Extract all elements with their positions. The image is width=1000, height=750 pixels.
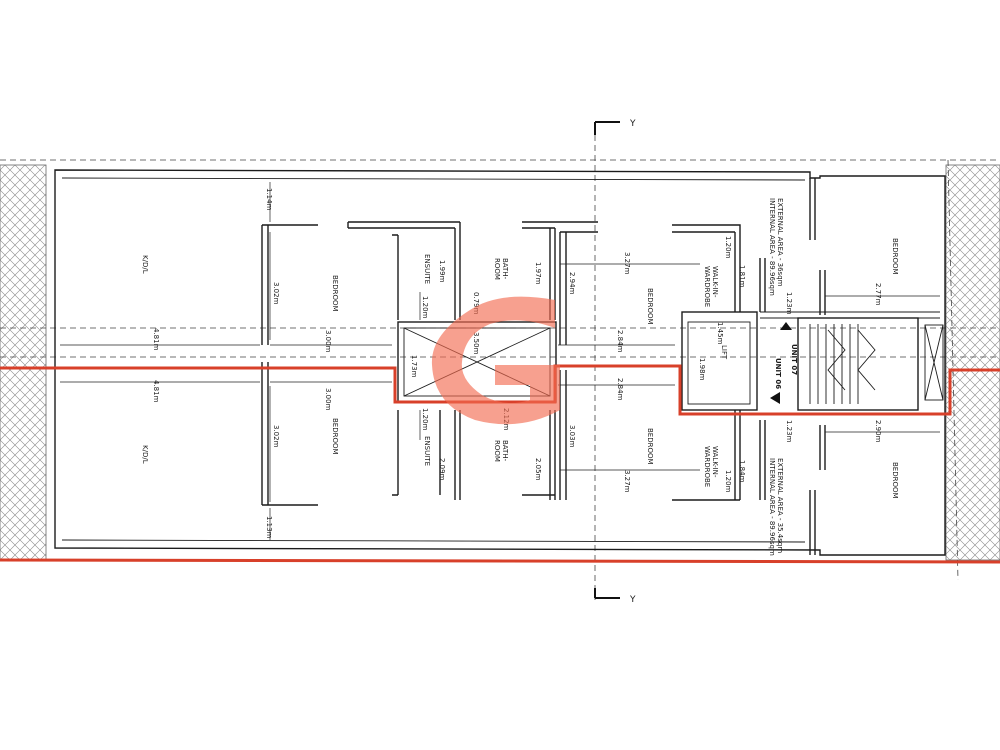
- section-marker-bottom-label: Y: [629, 595, 636, 605]
- dim-120a: 1.20m: [421, 296, 429, 319]
- room-walkin-top: WALK-IN-WARDROBE: [703, 266, 719, 307]
- unit-06-arrow-icon: [770, 392, 780, 404]
- dim-303: 3.03m: [568, 425, 576, 448]
- dim-120b: 1.20m: [724, 236, 732, 259]
- room-bedroom-4: BEDROOM: [646, 428, 654, 465]
- section-marker-top: Y: [594, 119, 636, 135]
- dim-184: 1.84m: [738, 460, 746, 483]
- room-ensuite-bottom: ENSUITE: [423, 436, 431, 466]
- dim-300b: 3.00m: [324, 388, 332, 411]
- party-wall-left: [0, 164, 47, 561]
- room-lift: LIFT: [720, 345, 728, 360]
- dim-327a: 3.27m: [623, 252, 631, 275]
- room-kdl-top: K/D/L: [141, 255, 149, 274]
- room-bath-top: BATH-ROOM: [493, 258, 509, 280]
- room-bedroom-3: BEDROOM: [646, 288, 654, 325]
- dim-113: 1.13m: [265, 516, 273, 539]
- outer-wall: [54, 169, 946, 556]
- unit-07-external-area: EXTERNAL AREA - 36sqm: [776, 198, 784, 287]
- dim-198: 1.98m: [698, 358, 706, 381]
- unit-06-label: UNIT 06: [774, 358, 782, 389]
- watermark-logo: [431, 296, 560, 425]
- section-marker-bottom: Y: [594, 588, 636, 605]
- unit-07-internal-area: INTERNAL AREA - 89.96sqm: [768, 198, 776, 296]
- dim-114: 1.14m: [265, 188, 273, 211]
- boundary-line-middle: [0, 364, 1000, 416]
- room-bath-bottom: BATH-ROOM: [493, 440, 509, 462]
- dim-120c: 1.20m: [421, 408, 429, 431]
- dim-481a: 4.81m: [152, 328, 160, 351]
- room-ensuite-top: ENSUITE: [423, 254, 431, 284]
- dim-197: 1.97m: [534, 262, 542, 285]
- dim-284b: 2.84m: [616, 378, 624, 401]
- room-walkin-bottom: WALK-IN-WARDROBE: [703, 446, 719, 487]
- dim-350: 3.50m: [472, 332, 480, 355]
- dim-302b: 3.02m: [272, 425, 280, 448]
- dim-145: 1.45m: [716, 322, 724, 345]
- dim-277: 2.77m: [874, 283, 882, 306]
- room-bedroom-6: BEDROOM: [891, 462, 899, 499]
- unit-06-external-area: EXTERNAL AREA - 35.4sqm: [776, 458, 784, 553]
- dim-205: 2.05m: [534, 458, 542, 481]
- dim-079: 0.79m: [472, 292, 480, 315]
- dim-327b: 3.27m: [623, 470, 631, 493]
- unit-07-label: UNIT 07: [790, 344, 798, 375]
- dim-199: 1.99m: [438, 260, 446, 283]
- room-bedroom-5: BEDROOM: [891, 238, 899, 275]
- room-bedroom-1: BEDROOM: [331, 275, 339, 312]
- dim-481b: 4.81m: [152, 380, 160, 403]
- room-kdl-bottom: K/D/L: [141, 445, 149, 464]
- dim-123a: 1.23m: [785, 292, 793, 315]
- dim-284a: 2.84m: [616, 330, 624, 353]
- dim-123b: 1.23m: [785, 420, 793, 443]
- dim-181: 1.81m: [738, 265, 746, 288]
- dim-209: 2.09m: [438, 458, 446, 481]
- dim-120d: 1.20m: [724, 470, 732, 493]
- dim-294: 2.94m: [568, 272, 576, 295]
- section-marker-top-label: Y: [629, 119, 636, 129]
- room-bedroom-2: BEDROOM: [331, 418, 339, 455]
- party-wall-right: [945, 164, 1000, 561]
- dim-173: 1.73m: [410, 355, 418, 378]
- boundary-line-bottom: [0, 558, 1000, 564]
- unit-06-internal-area: INTERNAL AREA - 89.96sqm: [768, 458, 776, 556]
- unit-07-arrow-icon: [780, 322, 792, 330]
- dim-302a: 3.02m: [272, 282, 280, 305]
- dim-290: 2.90m: [874, 420, 882, 443]
- dim-300a: 3.00m: [324, 330, 332, 353]
